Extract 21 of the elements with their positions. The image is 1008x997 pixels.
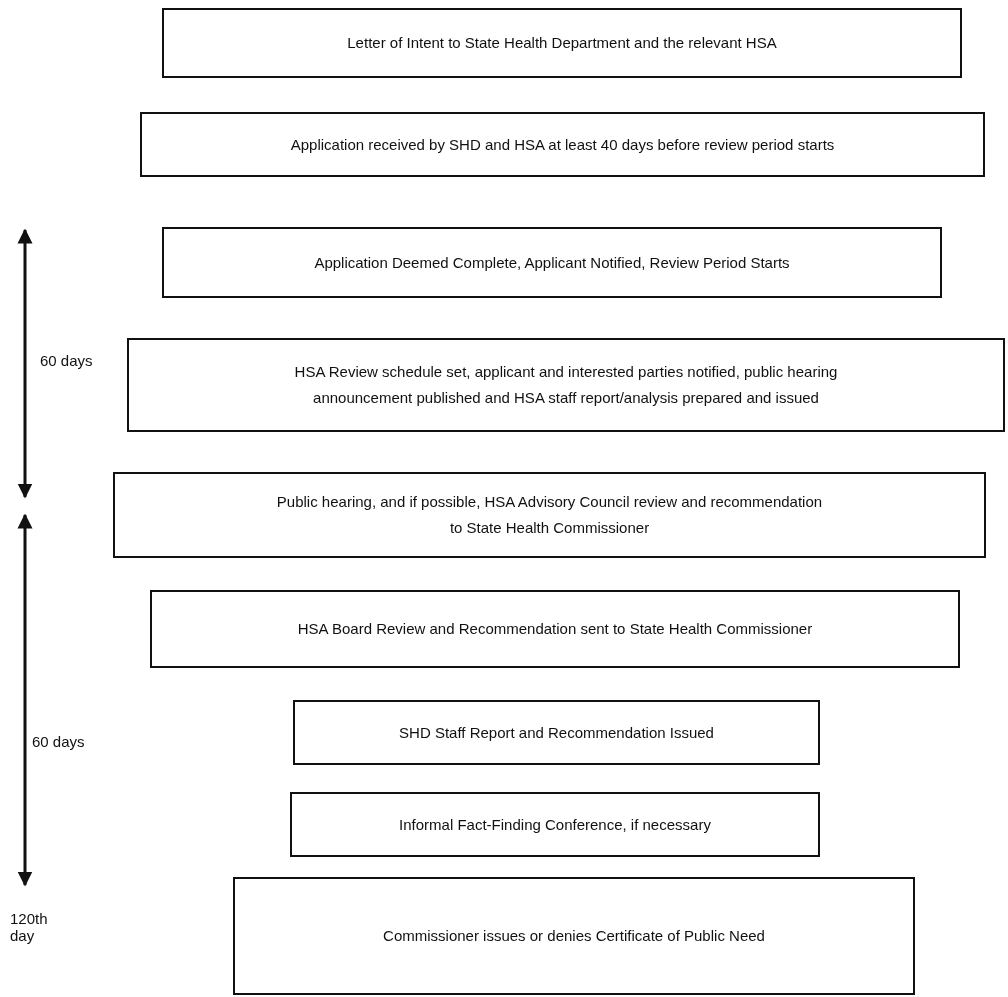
- step-box: [127, 338, 1005, 432]
- step-box: [290, 792, 820, 857]
- step-box: [233, 877, 915, 995]
- step-text: HSA Board Review and Recommendation sent to State Health Commissioner: [296, 619, 814, 639]
- step-box: [140, 112, 985, 177]
- step-text: HSA Review schedule set, applicant and interested parties notified, public hearing announcement published and HSA staff report/analysis prepared and issued: [293, 362, 839, 408]
- duration-label: 60 days: [32, 733, 86, 750]
- step-text: Letter of Intent to State Health Department and the relevant HSA: [346, 33, 778, 53]
- step-text: Public hearing, and if possible, HSA Advisory Council review and recommendation to State Health Commissioner: [275, 492, 824, 538]
- step-box: [162, 8, 962, 78]
- step-text: Application received by SHD and HSA at least 40 days before review period starts: [289, 134, 836, 155]
- step-text: Application Deemed Complete, Applicant Notified, Review Period Starts: [313, 252, 791, 273]
- step-text: Informal Fact-Finding Conference, if necessary: [398, 814, 712, 835]
- duration-label: 120th day: [10, 910, 49, 944]
- step-box: [293, 700, 820, 765]
- step-box: [113, 472, 986, 558]
- step-text: Commissioner issues or denies Certificate of Public Need: [382, 926, 766, 946]
- duration-label: 60 days: [40, 352, 94, 369]
- step-text: SHD Staff Report and Recommendation Issued: [398, 722, 715, 743]
- step-box: [162, 227, 942, 298]
- step-box: [150, 590, 960, 668]
